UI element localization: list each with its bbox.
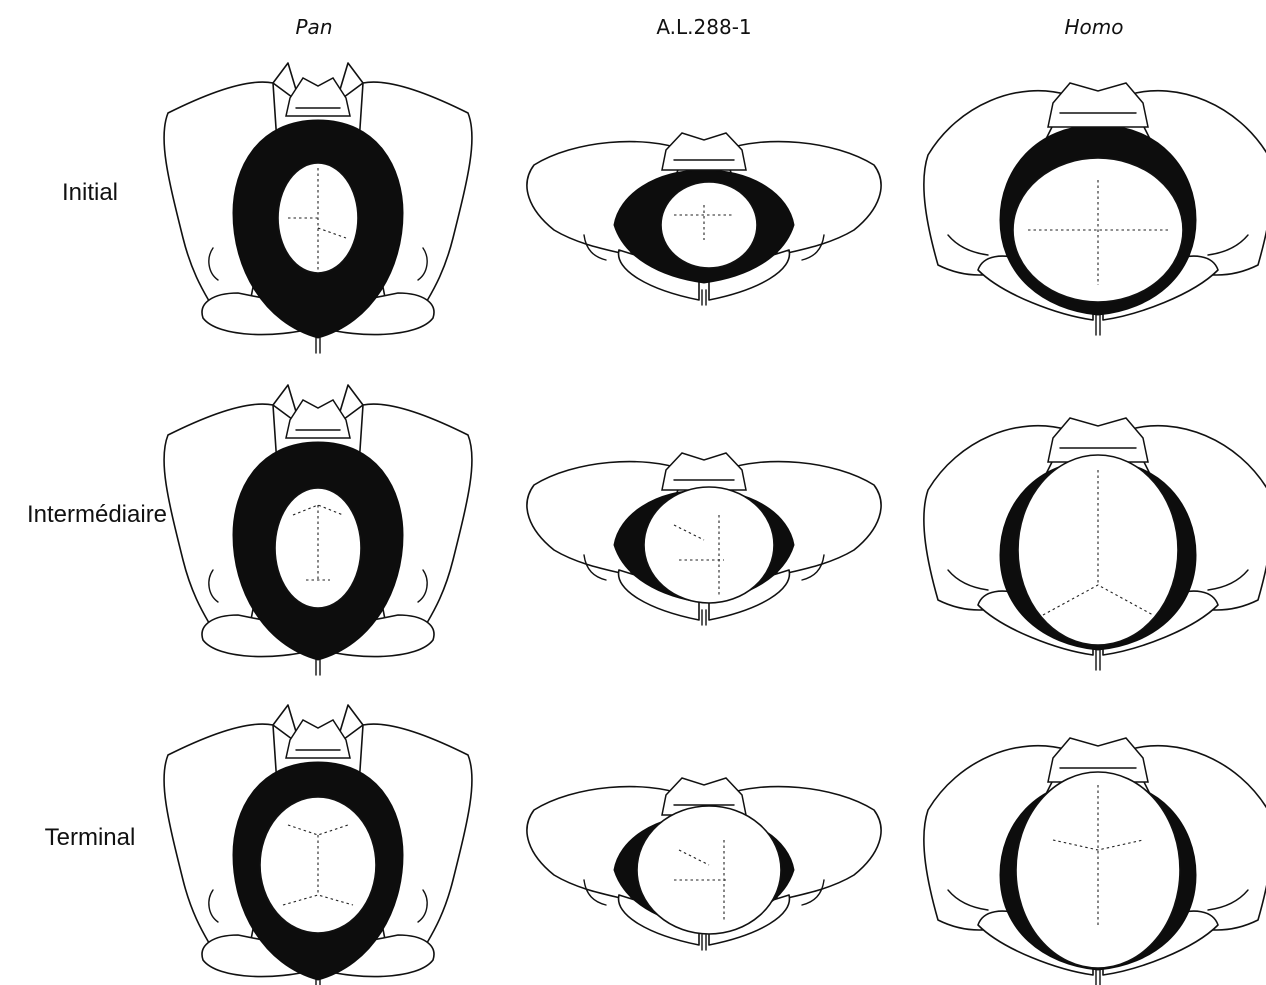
al288-intermediaire-illustration <box>527 453 881 625</box>
column-title-pan: Pan <box>296 15 333 39</box>
al288-terminal-illustration <box>527 778 881 950</box>
row-label-terminal: Terminal <box>45 824 136 851</box>
pan-terminal-illustration <box>164 705 472 985</box>
al288-initial-illustration <box>527 133 881 305</box>
homo-terminal-illustration <box>924 738 1266 985</box>
row-label-initial: Initial <box>62 179 118 206</box>
column-title-al288: A.L.288-1 <box>656 15 751 39</box>
homo-initial-illustration <box>924 83 1266 335</box>
pan-initial-illustration <box>164 63 472 353</box>
row-label-intermediaire: Intermédiaire <box>27 501 167 528</box>
homo-intermediaire-illustration <box>924 418 1266 670</box>
pan-intermediaire-illustration <box>164 385 472 675</box>
column-title-homo: Homo <box>1065 15 1124 39</box>
